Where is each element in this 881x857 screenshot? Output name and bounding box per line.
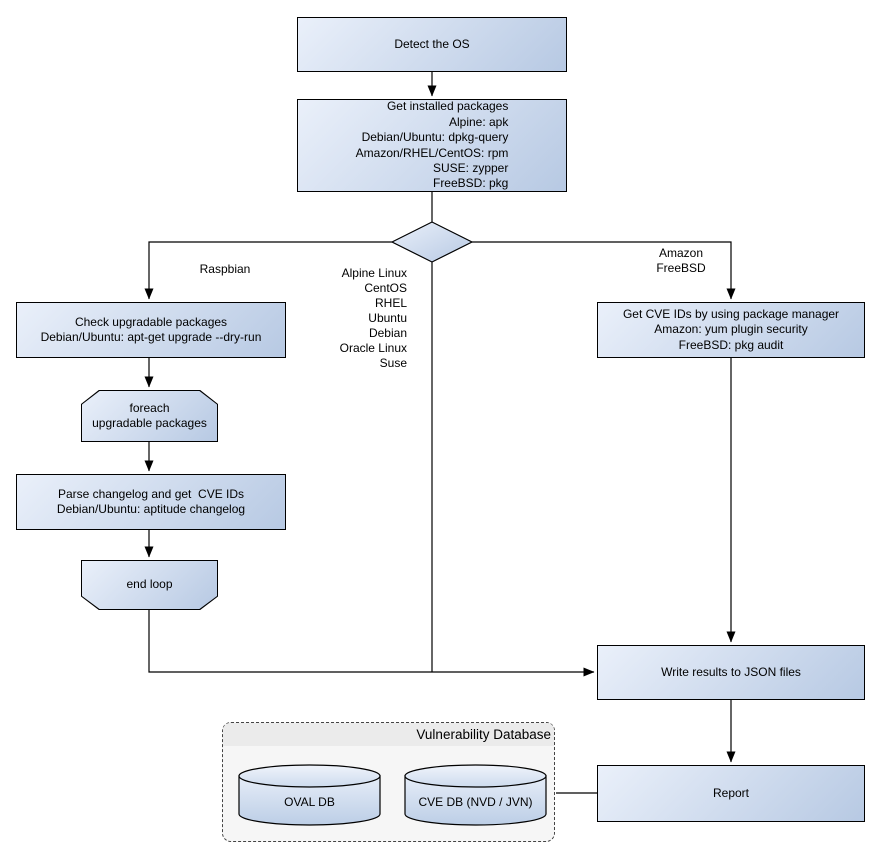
edge-label-raspbian: Raspbian xyxy=(199,262,251,276)
edge-decision-amazon-freebsd xyxy=(472,241,736,300)
node-line: SUSE: zypper xyxy=(432,160,509,175)
edge-label-line: Debian xyxy=(368,326,407,340)
edge-label-line: Alpine Linux xyxy=(341,266,407,280)
node-get-installed-packages: Get installed packages Alpine: apk Debia… xyxy=(297,99,567,192)
node-text-block: Parse changelog and get CVE IDs Debian/U… xyxy=(57,487,245,518)
node-line: end loop xyxy=(126,577,173,592)
database-cylinder-icon xyxy=(238,764,381,826)
edge-label-line: Amazon xyxy=(658,246,704,260)
node-text-block: foreach upgradable packages xyxy=(82,391,217,441)
edge-label-line: Oracle Linux xyxy=(339,341,407,355)
edge-label-line: Ubuntu xyxy=(368,311,407,325)
node-line: Get CVE IDs by using package manager xyxy=(622,306,840,321)
node-label: Write results to JSON files xyxy=(661,664,801,679)
edge-label-line: CentOS xyxy=(364,281,407,295)
node-text-block: Get CVE IDs by using package manager Ama… xyxy=(623,307,839,353)
node-line: FreeBSD: pkg xyxy=(432,176,509,191)
node-text-block: Get installed packages Alpine: apk Debia… xyxy=(356,99,509,191)
edge-decision-raspbian xyxy=(144,241,392,300)
node-line: Debian/Ubuntu: aptitude changelog xyxy=(56,502,246,516)
node-label: Report xyxy=(712,785,750,800)
oval-db-cylinder: OVAL DB xyxy=(238,764,381,826)
cylinder-label: CVE DB (NVD / JVN) xyxy=(418,795,533,809)
node-line: Get installed packages xyxy=(386,99,509,114)
database-cylinder-icon xyxy=(404,764,547,826)
edge-endloop-to-write xyxy=(148,610,595,677)
node-text-block: end loop xyxy=(82,561,217,609)
node-report: Report xyxy=(597,765,865,822)
node-parse-changelog: Parse changelog and get CVE IDs Debian/U… xyxy=(16,474,286,530)
edge-label-os-list: Alpine Linux CentOS RHEL Ubuntu Debian O… xyxy=(297,266,407,371)
node-end-loop: end loop xyxy=(81,560,218,610)
node-line: Amazon/RHEL/CentOS: rpm xyxy=(355,145,509,160)
node-foreach-upgradable-packages: foreach upgradable packages xyxy=(81,390,218,442)
vulnerability-database-container: Vulnerability Database OVAL DB CVE DB (N… xyxy=(222,722,555,842)
node-check-upgradable-packages: Check upgradable packages Debian/Ubuntu:… xyxy=(16,302,286,358)
node-line: Debian/Ubuntu: apt-get upgrade --dry-run xyxy=(40,330,262,344)
vulnerability-database-title: Vulnerability Database xyxy=(223,723,554,746)
cve-db-cylinder: CVE DB (NVD / JVN) xyxy=(404,764,547,826)
node-line: Debian/Ubuntu: dpkg-query xyxy=(361,130,509,145)
edge-label-line: FreeBSD xyxy=(656,261,706,275)
edge-label-line: RHEL xyxy=(374,296,407,310)
node-line: Check upgradable packages xyxy=(74,314,228,329)
os-decision-diamond xyxy=(390,221,474,263)
node-detect-os: Detect the OS xyxy=(297,17,567,72)
node-line: Parse changelog and get CVE IDs xyxy=(57,486,245,501)
node-line: FreeBSD: pkg audit xyxy=(678,337,784,352)
node-text-block: Check upgradable packages Debian/Ubuntu:… xyxy=(41,315,262,346)
node-get-cve-ids-pkg-manager: Get CVE IDs by using package manager Ama… xyxy=(597,302,865,358)
edge-label-amazon-freebsd: Amazon FreeBSD xyxy=(631,246,731,276)
node-write-results-json: Write results to JSON files xyxy=(597,645,865,700)
node-line: foreach xyxy=(129,400,170,415)
cylinder-label: OVAL DB xyxy=(284,795,335,809)
node-line: Alpine: apk xyxy=(448,114,509,129)
node-line: upgradable packages xyxy=(92,416,207,430)
node-label: Detect the OS xyxy=(394,36,470,51)
edge-label-line: Suse xyxy=(379,356,407,370)
node-line: Amazon: yum plugin security xyxy=(654,322,808,337)
